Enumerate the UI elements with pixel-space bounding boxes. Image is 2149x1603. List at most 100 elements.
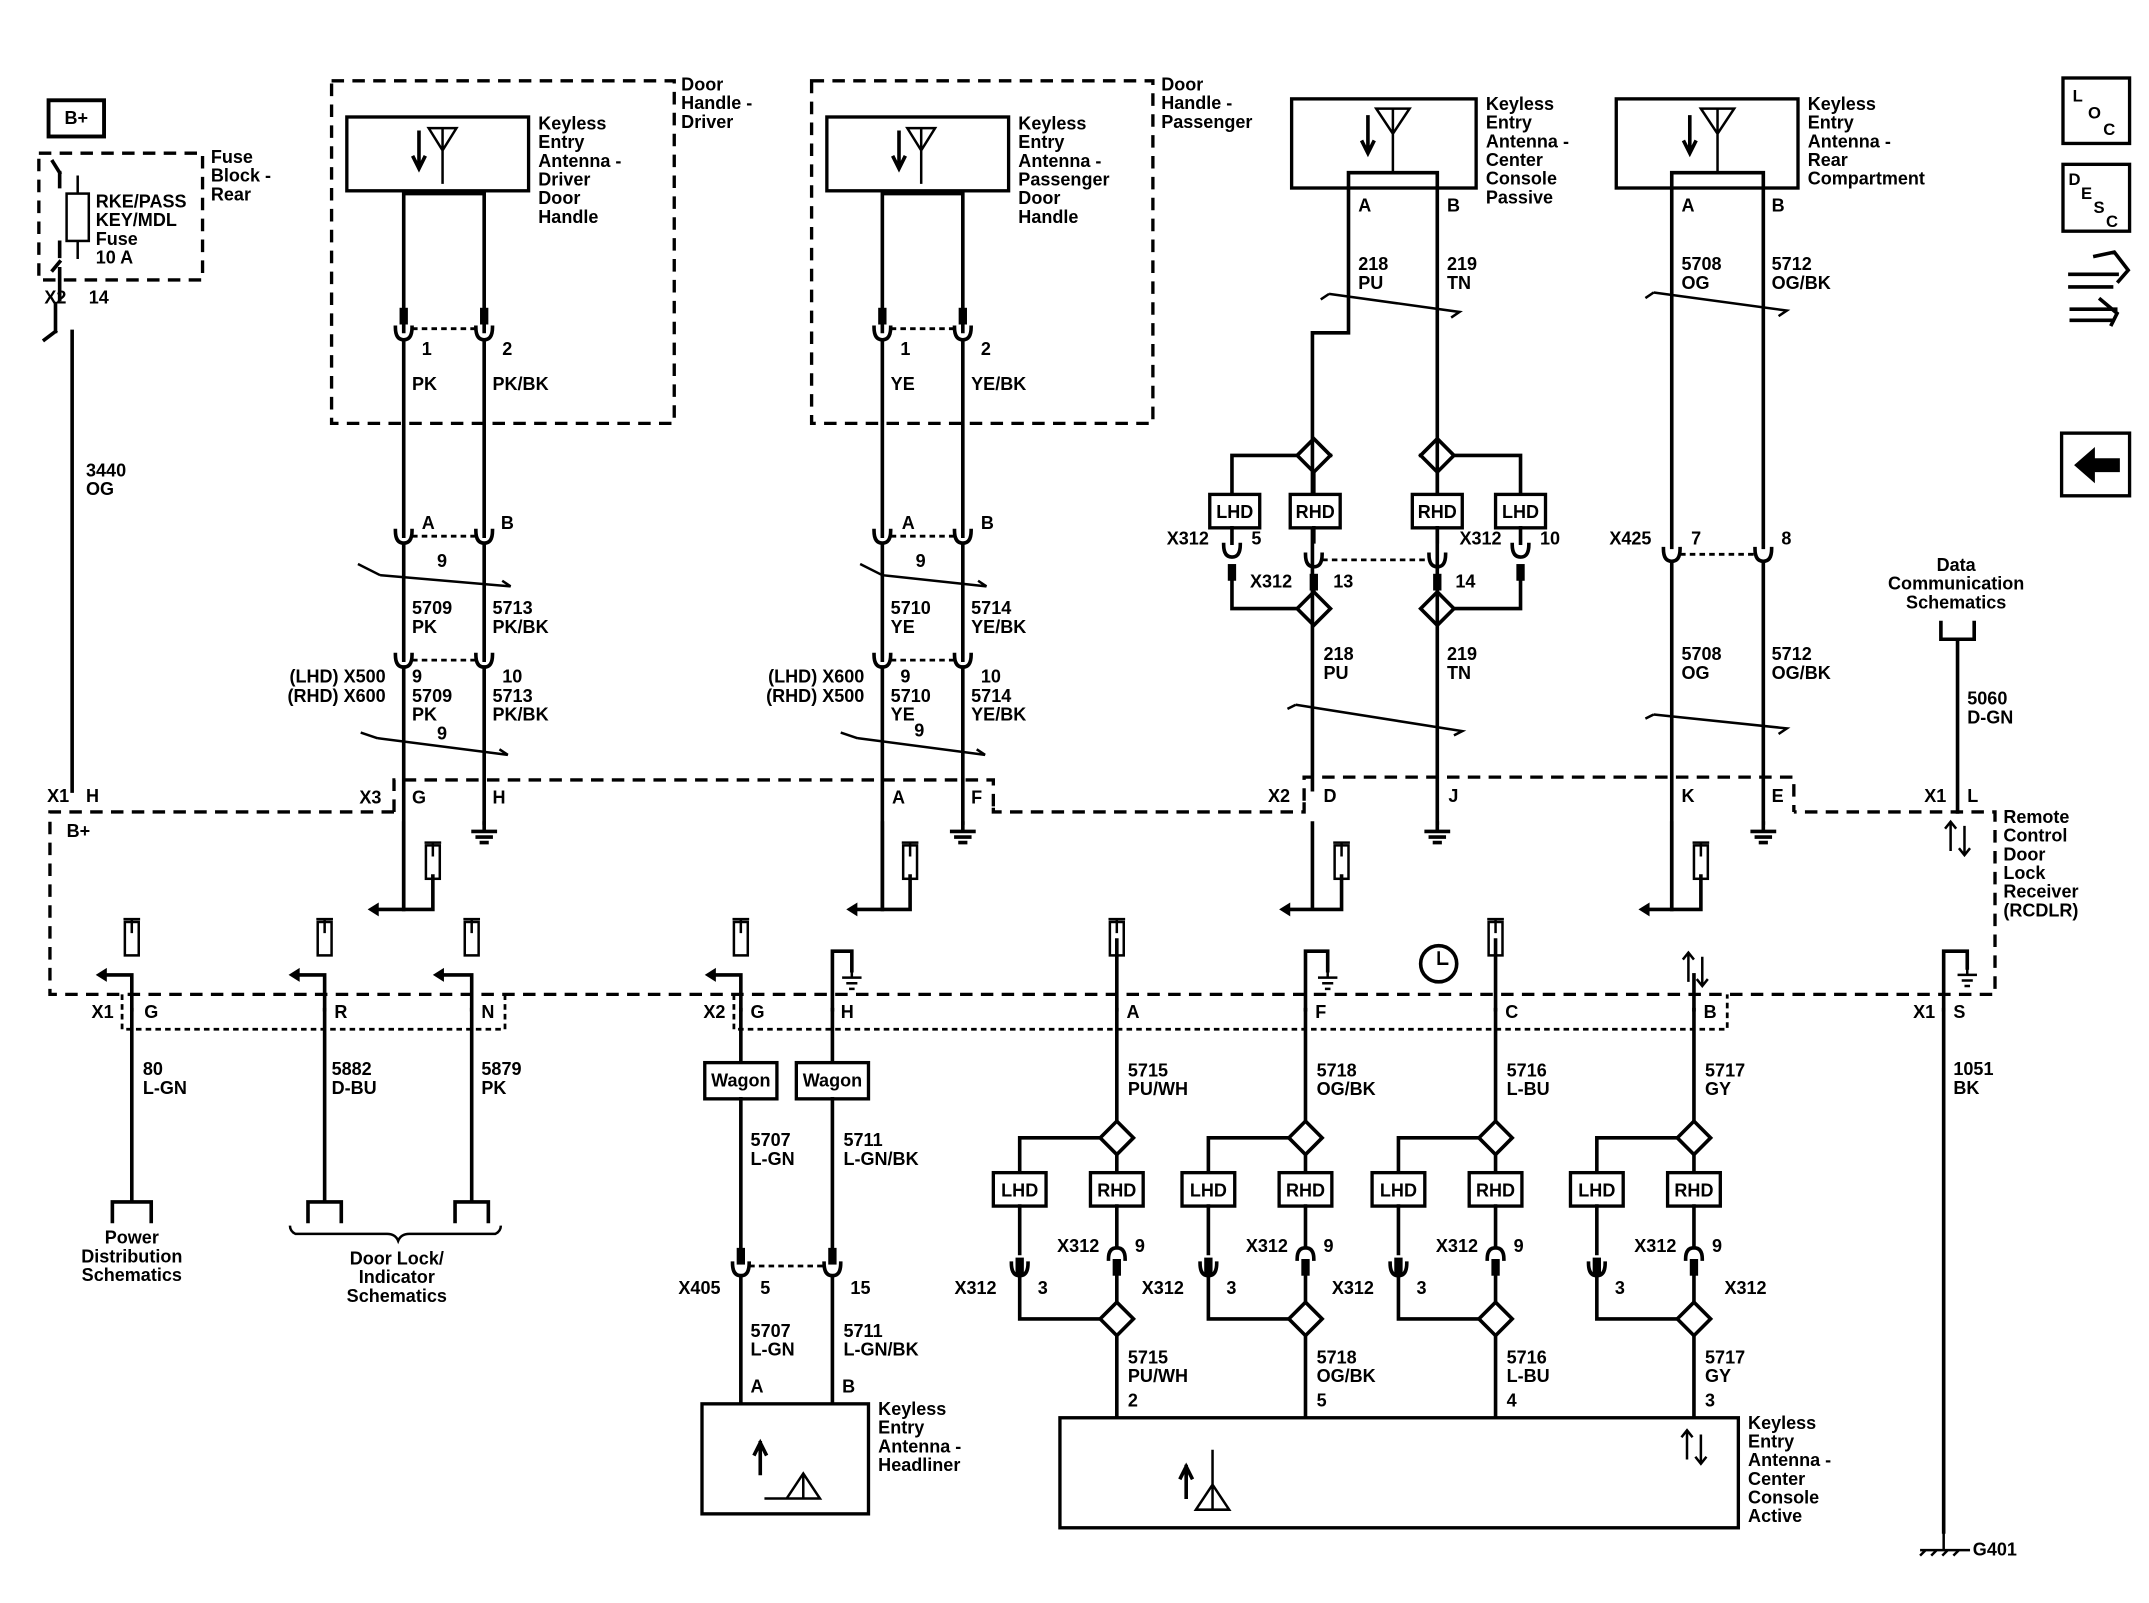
passenger-wire-yebk: YE/BK <box>971 374 1026 394</box>
active-lhd-pin-label-0: 3 <box>1038 1278 1048 1298</box>
desc-icon-d: D <box>2069 170 2081 189</box>
active-splice-bottom-3 <box>1674 1299 1714 1339</box>
passenger-conn-a: A <box>902 513 915 533</box>
headliner-inline-pin-5: 5 <box>760 1278 770 1298</box>
x312-label-2: X312 <box>1250 572 1292 592</box>
passenger-pin-2: 2 <box>981 339 991 359</box>
active-rhd-pin-label-0: 9 <box>1135 1236 1145 1256</box>
loc-icon-c: C <box>2103 120 2115 139</box>
active-wire-bottom-label-3-0: 5717 <box>1705 1347 1745 1367</box>
rear-inline-conn: X425 <box>1609 529 1651 549</box>
driver-inline-pin-b: 9 <box>437 723 447 743</box>
driver-pin-1: 1 <box>422 339 432 359</box>
rcdlr-x1-label-l: X1 <box>1924 786 1946 806</box>
rcdlr-pin-e: E <box>1772 786 1784 806</box>
ground-x1-label: X1 <box>1913 1002 1935 1022</box>
option-lhd-1: LHD <box>1216 502 1253 522</box>
center-passive-pin-a: A <box>1358 196 1371 216</box>
active-x312-lhd-2: X312 <box>1332 1278 1374 1298</box>
active-antenna-pin-0: 2 <box>1128 1391 1138 1411</box>
passenger-pin-1: 1 <box>900 339 910 359</box>
fuse-pin: 14 <box>89 288 109 308</box>
active-rhd-box-1 <box>1277 1170 1334 1208</box>
active-option-rhd-3: RHD <box>1674 1180 1713 1200</box>
driver-inline-pin-10: 10 <box>502 666 522 686</box>
active-option-rhd-0: RHD <box>1097 1180 1136 1200</box>
rcdlr-pin-l: L <box>1967 786 1978 806</box>
active-antenna-pin-1: 5 <box>1317 1391 1327 1411</box>
active-wire-mid-3 <box>1595 1204 1696 1256</box>
driver-pin-2: 2 <box>502 339 512 359</box>
back-arrow-icon[interactable] <box>2059 431 2132 498</box>
ground-pin-s: S <box>1953 1002 1965 1022</box>
passenger-inline-pin-b: 9 <box>914 721 924 741</box>
rcdlr-pin-k: K <box>1681 786 1694 806</box>
desc-icon-e: E <box>2081 184 2092 203</box>
loc-icon[interactable]: L O C <box>2061 76 2132 146</box>
active-wire-bottom-label-1-1: OG/BK <box>1317 1366 1376 1386</box>
rcdlr-pin-h-x3: H <box>493 788 506 808</box>
rear-pin-b: B <box>1772 196 1785 216</box>
active-antenna-pin-3: 3 <box>1705 1391 1715 1411</box>
active-rhd-pin-2 <box>1491 1259 1500 1276</box>
loc-icon-l: L <box>2073 87 2083 106</box>
x312-pin-14: 14 <box>1455 572 1475 592</box>
active-lhd-pin-0 <box>1015 1257 1024 1275</box>
headliner-inline-conn: X405 <box>678 1278 720 1298</box>
rcdlr-pin-a-x3: A <box>892 788 905 808</box>
active-splice-top-3 <box>1674 1118 1714 1158</box>
active-wire-upper-1 <box>1206 1007 1308 1181</box>
active-wire-top-label-3-1: GY <box>1705 1079 1731 1099</box>
active-option-lhd-3: LHD <box>1578 1180 1615 1200</box>
active-wire-mid-0 <box>1017 1204 1119 1256</box>
active-wire-bottom-label-1-0: 5718 <box>1317 1347 1357 1367</box>
active-rhd-pin-1 <box>1301 1259 1310 1276</box>
active-rhd-conn-0 <box>1106 1246 1127 1261</box>
active-splice-top-2 <box>1476 1118 1515 1158</box>
active-wire-bottom-label-0-1: PU/WH <box>1128 1366 1188 1386</box>
x312-pin-10: 10 <box>1540 529 1560 549</box>
active-x312-rhd-2: X312 <box>1436 1236 1478 1256</box>
active-wire-top-label-1-1: OG/BK <box>1317 1079 1376 1099</box>
active-x312-lhd-1: X312 <box>1142 1278 1184 1298</box>
active-antenna-symbol <box>1193 1449 1232 1511</box>
connector-view-icon[interactable] <box>2068 250 2131 327</box>
active-wire-lower-3 <box>1595 1272 1696 1321</box>
rear-inline-pin-8: 8 <box>1781 529 1791 549</box>
rcdlr-bplus-label: B+ <box>67 821 91 841</box>
output-pin-n: N <box>481 1002 494 1022</box>
desc-icon-c: C <box>2106 212 2118 231</box>
rcdlr-pin-f-x3: F <box>971 788 982 808</box>
desc-icon-s: S <box>2094 198 2105 217</box>
driver-conn-b: B <box>501 513 514 533</box>
desc-icon[interactable]: D E S C <box>2061 162 2132 233</box>
active-lhd-pin-label-2: 3 <box>1416 1278 1426 1298</box>
active-wire-bottom-label-0-0: 5715 <box>1128 1347 1168 1367</box>
active-wire-mid-2 <box>1396 1204 1498 1256</box>
active-lhd-pin-1 <box>1204 1257 1213 1275</box>
output-x1-label: X1 <box>92 1002 114 1022</box>
active-wire-bottom-label-2-1: L-BU <box>1507 1366 1550 1386</box>
active-splice-top-1 <box>1286 1118 1325 1158</box>
active-rcdlr-pin-0: A <box>1127 1002 1140 1022</box>
battery-label: B+ <box>65 108 89 128</box>
headliner-x2-label: X2 <box>703 1002 725 1022</box>
rear-inline-pin-7: 7 <box>1691 529 1701 549</box>
passenger-conn-b: B <box>981 513 994 533</box>
